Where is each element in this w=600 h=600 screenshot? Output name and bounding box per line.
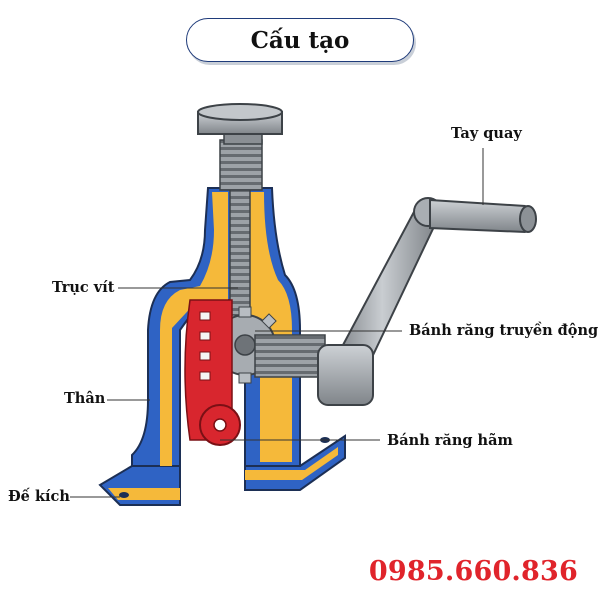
phone-number: 0985.660.836 [368, 556, 578, 587]
label-tay-quay: Tay quay [451, 125, 522, 142]
page-title: Cấu tạo [250, 26, 350, 54]
label-than: Thân [64, 390, 106, 407]
label-truc-vit: Trục vít [52, 279, 115, 296]
label-banh-rang-truyen-dong: Bánh răng truyền động [409, 322, 599, 339]
base-plate [98, 434, 346, 506]
leader-lines [70, 148, 484, 498]
title-pill: Cấu tạo [186, 18, 414, 62]
label-de-kich: Đế kích [8, 488, 70, 505]
label-banh-rang-ham: Bánh răng hãm [387, 432, 513, 449]
ratchet-gear [184, 299, 241, 446]
screw-shaft [197, 103, 283, 316]
